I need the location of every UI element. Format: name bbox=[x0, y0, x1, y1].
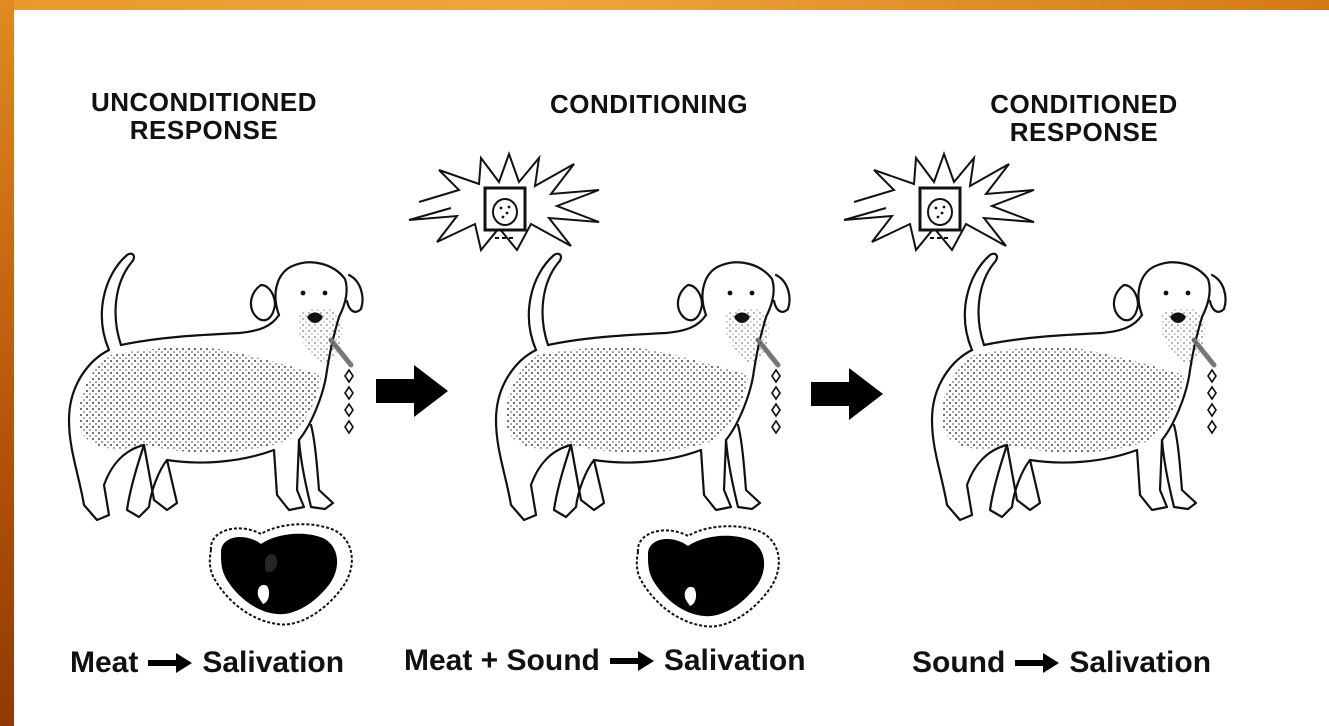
right-arrow-icon bbox=[811, 368, 883, 420]
caption-response: Salivation bbox=[202, 646, 344, 680]
meat-icon bbox=[199, 520, 359, 630]
panel-3-title: CONDITIONED RESPONSE bbox=[944, 90, 1224, 146]
caption-stimulus: Meat bbox=[70, 646, 138, 680]
panel-1-caption: Meat Salivation bbox=[70, 646, 344, 680]
diagram-panel: UNCONDITIONED RESPONSE CONDITIONING COND… bbox=[14, 10, 1329, 726]
panel-1-title: UNCONDITIONED RESPONSE bbox=[64, 88, 344, 144]
caption-stimulus: Meat + Sound bbox=[404, 644, 600, 678]
frame-top-border bbox=[0, 0, 1329, 10]
right-arrow-icon bbox=[376, 365, 448, 417]
panel-3-caption: Sound Salivation bbox=[912, 646, 1211, 680]
right-arrow-icon bbox=[148, 653, 192, 673]
caption-stimulus: Sound bbox=[912, 646, 1005, 680]
right-arrow-icon bbox=[610, 651, 654, 671]
panel-2-title: CONDITIONING bbox=[514, 90, 784, 118]
right-arrow-icon bbox=[1015, 653, 1059, 673]
meat-icon bbox=[626, 522, 786, 632]
caption-response: Salivation bbox=[664, 644, 806, 678]
bell-burst-icon bbox=[834, 150, 1044, 255]
frame-left-border bbox=[0, 0, 14, 726]
dog-illustration bbox=[912, 245, 1232, 530]
bell-burst-icon bbox=[399, 150, 609, 255]
dog-illustration bbox=[476, 245, 796, 530]
dog-illustration bbox=[49, 245, 369, 530]
caption-response: Salivation bbox=[1069, 646, 1211, 680]
panel-2-caption: Meat + Sound Salivation bbox=[404, 644, 806, 678]
